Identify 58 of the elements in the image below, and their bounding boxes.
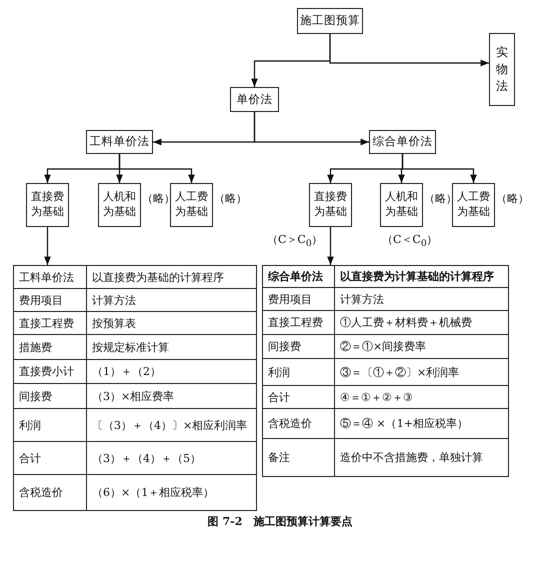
table-cell: ①人工费＋材料费＋机械费: [335, 311, 508, 335]
table-cell: 直接工程费: [14, 312, 87, 335]
table-cell: ⑤＝④ ×（1+相应税率）: [335, 409, 508, 439]
table-cell: 备注: [263, 439, 335, 476]
table-cell-text: （6）×（1＋相应税率）: [91, 485, 216, 501]
table-cell: 间接费: [263, 335, 335, 359]
arrow: [118, 154, 195, 183]
figure-caption: 图 7-2 施工图预算计算要点: [206, 514, 354, 529]
table-cell: ④＝①＋②＋③: [335, 386, 508, 409]
table-cell: 综合单价法: [263, 266, 335, 288]
table-cell: 〔（3）＋（4）〕×相应利润率: [87, 409, 256, 442]
table-cell: 按规定标准计算: [87, 335, 256, 360]
note-text: （略）: [496, 191, 529, 206]
note-text: （C＞C$_{0}$）: [267, 232, 323, 250]
process-box: 施工图预算: [297, 8, 363, 34]
arrow: [402, 154, 477, 183]
table-cell: （1）＋（2）: [87, 360, 256, 384]
table-cell: 按预算表: [87, 312, 256, 335]
table-cell: 费用项目: [14, 289, 87, 312]
arrow: [327, 227, 334, 265]
note-text: （C＜C$_{0}$）: [382, 232, 438, 250]
note-text: （略）: [214, 191, 247, 206]
process-box: 人工费为基础: [170, 183, 213, 227]
table-cell: 以直接费为计算基础的计算程序: [335, 266, 508, 288]
arrow: [254, 112, 369, 146]
process-box: 实物法: [489, 33, 515, 106]
table-cell: 直接费小计: [14, 360, 87, 384]
table-cell: 计算方法: [87, 289, 256, 312]
table-cell: （3）＋（4）＋（5）: [87, 442, 256, 475]
table-cell: 费用项目: [263, 288, 335, 311]
table-cell: 含税造价: [263, 409, 335, 439]
process-box: 人机和为基础: [98, 183, 141, 227]
table-cell: ②＝①×间接费率: [335, 335, 508, 359]
table-cell: 工料单价法: [14, 266, 87, 289]
process-box: 人机和为基础: [380, 183, 423, 227]
table-cell: 直接工程费: [263, 311, 335, 335]
process-box: 直接费为基础: [309, 183, 352, 227]
process-box: 直接费为基础: [26, 183, 69, 227]
table-cell: 以直接费为基础的计算程序: [87, 266, 256, 289]
table-cell: 利润: [263, 359, 335, 386]
table-cell-text: 造价中不含措施费，单独计算: [339, 450, 484, 466]
process-box: 综合单价法: [369, 130, 436, 154]
table-cell: 利润: [14, 409, 87, 442]
process-box: 单价法: [230, 87, 279, 112]
table-cell: 间接费: [14, 384, 87, 409]
table-cell: 措施费: [14, 335, 87, 360]
table-cell: （3）×相应费率: [87, 384, 256, 409]
process-box: 工料单价法: [86, 130, 153, 154]
cost-table: [13, 265, 257, 511]
table-cell: ③＝〔①＋②〕×利润率: [335, 359, 508, 386]
table-cell: 合计: [14, 442, 87, 475]
cost-table: [262, 265, 509, 477]
arrow: [44, 227, 51, 265]
arrow: [329, 34, 489, 66]
table-cell: 计算方法: [335, 288, 508, 311]
table-cell: 含税造价: [14, 475, 87, 510]
table-cell: 合计: [263, 386, 335, 409]
process-box: 人工费为基础: [452, 183, 495, 227]
